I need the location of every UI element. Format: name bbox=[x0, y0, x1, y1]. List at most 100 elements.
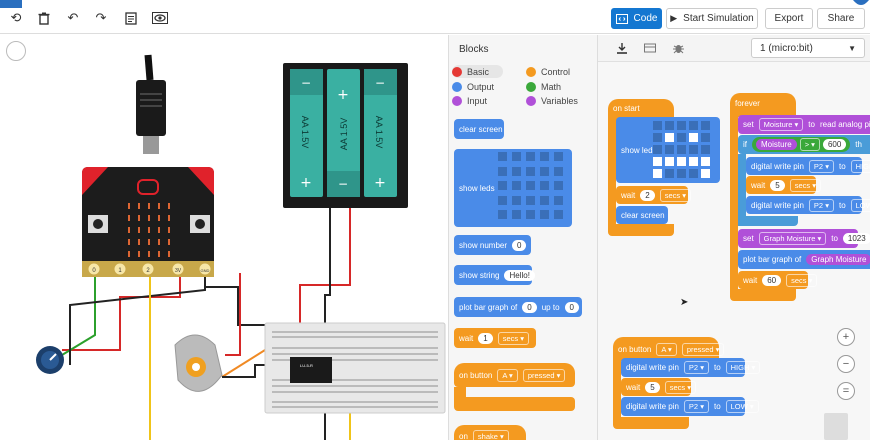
led[interactable] bbox=[554, 195, 563, 205]
circuit-canvas[interactable]: 0 1 2 3V GND − + − + − + AA 1.5V AA 1.5V… bbox=[0, 35, 448, 440]
download-icon[interactable] bbox=[613, 40, 631, 56]
forever-block[interactable]: forever bbox=[730, 93, 796, 117]
pin-dropdown[interactable]: P2 ▾ bbox=[683, 400, 709, 413]
wait-5-block-2[interactable]: wait 5 secs ▾ bbox=[621, 378, 696, 396]
led[interactable] bbox=[526, 166, 535, 176]
digital-write-high-block-2[interactable]: digital write pin P2 ▾ to HIGH ▾ bbox=[621, 358, 761, 377]
delete-icon[interactable] bbox=[34, 9, 54, 27]
number-input[interactable]: 1023 bbox=[842, 233, 870, 244]
set-moisture-block[interactable]: set Moisture ▾ to read analog pin bbox=[738, 115, 870, 134]
number-input[interactable]: 0 bbox=[512, 239, 527, 251]
led[interactable] bbox=[526, 195, 535, 205]
category-control[interactable]: Control bbox=[526, 65, 570, 78]
undo-icon[interactable]: ↶ bbox=[67, 10, 79, 25]
plot-bar-graph-block[interactable]: plot bar graph of Graph Moisture up bbox=[738, 250, 870, 269]
led[interactable] bbox=[689, 145, 698, 154]
on-start-block[interactable]: on start bbox=[608, 99, 674, 121]
palette-clear-screen-block[interactable]: clear screen bbox=[454, 119, 504, 139]
code-button[interactable]: Code bbox=[611, 8, 662, 29]
share-button[interactable]: Share bbox=[817, 8, 865, 29]
led[interactable] bbox=[498, 152, 507, 161]
if-block[interactable]: if Moisture > ▾ 600 th bbox=[738, 135, 870, 154]
led[interactable] bbox=[665, 169, 674, 178]
led[interactable] bbox=[526, 152, 535, 161]
led[interactable] bbox=[677, 157, 686, 166]
led[interactable] bbox=[653, 157, 662, 166]
zoom-reset-icon[interactable]: = bbox=[837, 382, 855, 400]
level-dropdown[interactable]: HIGH ▾ bbox=[725, 361, 761, 374]
pressed-dropdown[interactable]: pressed ▾ bbox=[681, 342, 725, 356]
palette-plot-bar-block[interactable]: plot bar graph of 0 up to 0 bbox=[454, 297, 582, 317]
trash-icon[interactable] bbox=[824, 413, 848, 440]
led[interactable] bbox=[526, 181, 535, 191]
eye-icon[interactable] bbox=[150, 9, 170, 27]
user-avatar[interactable] bbox=[852, 0, 870, 8]
category-output[interactable]: Output bbox=[452, 80, 494, 93]
palette-wait-block[interactable]: wait 1 secs ▾ bbox=[454, 328, 536, 348]
compare-block[interactable]: Moisture > ▾ 600 bbox=[752, 137, 851, 152]
led[interactable] bbox=[689, 157, 698, 166]
led[interactable] bbox=[653, 133, 662, 142]
led[interactable] bbox=[677, 169, 686, 178]
led[interactable] bbox=[689, 121, 698, 130]
level-dropdown[interactable]: HIGH ▾ bbox=[850, 159, 870, 173]
led[interactable] bbox=[701, 169, 710, 178]
variable-reporter[interactable]: Graph Moisture bbox=[806, 254, 870, 265]
led[interactable] bbox=[701, 121, 710, 130]
led[interactable] bbox=[512, 210, 521, 220]
led[interactable] bbox=[701, 157, 710, 166]
led[interactable] bbox=[701, 145, 710, 154]
zoom-in-icon[interactable]: + bbox=[837, 328, 855, 346]
category-input[interactable]: Input bbox=[452, 94, 487, 107]
code-workspace[interactable]: 1 (micro:bit) ▼ on start show leds wait … bbox=[598, 35, 870, 440]
led[interactable] bbox=[689, 133, 698, 142]
led[interactable] bbox=[540, 166, 549, 176]
secs-dropdown[interactable]: secs ▾ bbox=[664, 380, 696, 394]
number-input[interactable]: 0 bbox=[564, 301, 579, 313]
led[interactable] bbox=[540, 181, 549, 191]
palette-show-string-block[interactable]: show string Hello! bbox=[454, 265, 535, 285]
led[interactable] bbox=[512, 152, 521, 161]
led[interactable] bbox=[498, 181, 507, 191]
category-basic[interactable]: Basic bbox=[452, 65, 504, 78]
led[interactable] bbox=[554, 152, 563, 161]
variable-dropdown[interactable]: Graph Moisture ▾ bbox=[758, 232, 827, 245]
rotate-icon[interactable]: ⟲ bbox=[10, 10, 22, 25]
led[interactable] bbox=[689, 169, 698, 178]
led[interactable] bbox=[498, 195, 507, 205]
variable-dropdown[interactable]: Moisture ▾ bbox=[758, 118, 804, 131]
led[interactable] bbox=[665, 145, 674, 154]
zoom-out-icon[interactable]: − bbox=[837, 355, 855, 373]
led[interactable] bbox=[512, 181, 521, 191]
secs-dropdown[interactable]: secs ▾ bbox=[789, 178, 821, 192]
string-input[interactable]: Hello! bbox=[504, 269, 535, 281]
wait-5-block[interactable]: wait 5 secs ▾ bbox=[746, 176, 821, 194]
wait-60-block[interactable]: wait 60 secs ▾ bbox=[738, 271, 818, 289]
number-input[interactable]: 60 bbox=[762, 274, 782, 286]
led[interactable] bbox=[665, 121, 674, 130]
led[interactable] bbox=[512, 195, 521, 205]
led[interactable] bbox=[677, 121, 686, 130]
led[interactable] bbox=[554, 166, 563, 176]
palette-show-number-block[interactable]: show number 0 bbox=[454, 235, 531, 255]
led[interactable] bbox=[653, 169, 662, 178]
led[interactable] bbox=[512, 166, 521, 176]
led[interactable] bbox=[677, 133, 686, 142]
level-dropdown[interactable]: LOW ▾ bbox=[850, 198, 870, 212]
operator-dropdown[interactable]: > ▾ bbox=[799, 138, 820, 151]
library-icon[interactable] bbox=[641, 40, 659, 56]
set-graph-moisture-block[interactable]: set Graph Moisture ▾ to 1023 bbox=[738, 229, 870, 248]
number-input[interactable]: 1 bbox=[478, 332, 493, 344]
device-dropdown[interactable]: 1 (micro:bit) ▼ bbox=[751, 38, 865, 58]
number-input[interactable]: 600 bbox=[822, 139, 847, 150]
number-input[interactable]: 5 bbox=[645, 381, 660, 393]
pressed-dropdown[interactable]: pressed ▾ bbox=[522, 368, 566, 382]
led[interactable] bbox=[498, 210, 507, 220]
clear-screen-block[interactable]: clear screen bbox=[616, 206, 668, 224]
digital-write-low-block-2[interactable]: digital write pin P2 ▾ to LOW ▾ bbox=[621, 397, 759, 416]
pin-dropdown[interactable]: P2 ▾ bbox=[808, 198, 834, 212]
export-button[interactable]: Export bbox=[765, 8, 813, 29]
start-simulation-button[interactable]: ▶ Start Simulation bbox=[666, 8, 758, 29]
debug-icon[interactable] bbox=[669, 40, 687, 56]
on-button-block[interactable]: on button A ▾ pressed ▾ bbox=[613, 337, 725, 361]
